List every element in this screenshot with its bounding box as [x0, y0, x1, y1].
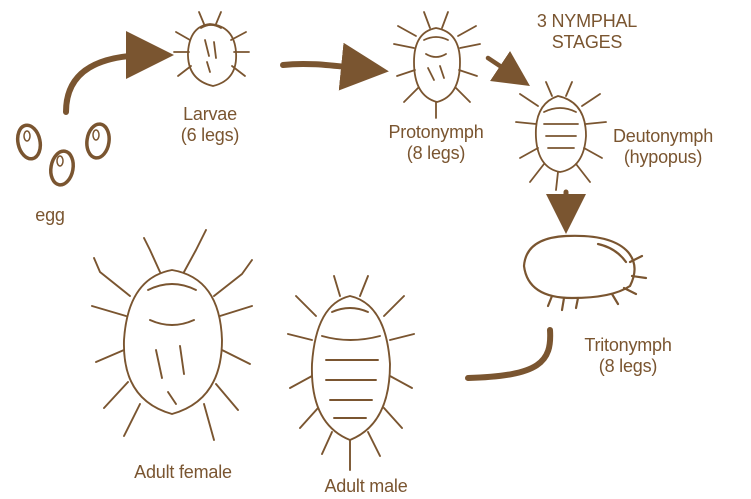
arrow-protonymph-to-deutonymph	[488, 58, 515, 76]
nymphal-heading-line1: 3 NYMPHAL	[512, 11, 662, 32]
egg-label: egg	[30, 205, 70, 226]
adult-female-label: Adult female	[118, 462, 248, 483]
arrow-tritonymph-to-adults	[468, 330, 550, 378]
tritonymph-illustration	[524, 236, 646, 310]
egg-illustration	[15, 123, 112, 187]
larvae-legs: (6 legs)	[165, 125, 255, 146]
protonymph-legs: (8 legs)	[376, 143, 496, 164]
adult-male-illustration	[288, 276, 414, 470]
arrow-larvae-to-protonymph	[283, 64, 365, 69]
deutonymph-name: Deutonymph	[598, 126, 728, 147]
tritonymph-name: Tritonymph	[568, 335, 688, 356]
larvae-label: Larvae (6 legs)	[165, 104, 255, 146]
deutonymph-legs: (hypopus)	[598, 147, 728, 168]
larvae-name: Larvae	[165, 104, 255, 125]
protonymph-name: Protonymph	[376, 122, 496, 143]
adult-female-illustration	[92, 230, 252, 440]
adult-male-label: Adult male	[306, 476, 426, 497]
nymphal-heading-line2: STAGES	[512, 32, 662, 53]
arrow-egg-to-larvae	[66, 55, 150, 112]
tritonymph-legs: (8 legs)	[568, 356, 688, 377]
deutonymph-illustration	[516, 82, 606, 190]
deutonymph-label: Deutonymph (hypopus)	[598, 126, 728, 168]
larvae-illustration	[174, 12, 249, 86]
protonymph-label: Protonymph (8 legs)	[376, 122, 496, 164]
nymphal-stages-heading: 3 NYMPHAL STAGES	[512, 11, 662, 53]
tritonymph-label: Tritonymph (8 legs)	[568, 335, 688, 377]
protonymph-illustration	[394, 12, 480, 118]
